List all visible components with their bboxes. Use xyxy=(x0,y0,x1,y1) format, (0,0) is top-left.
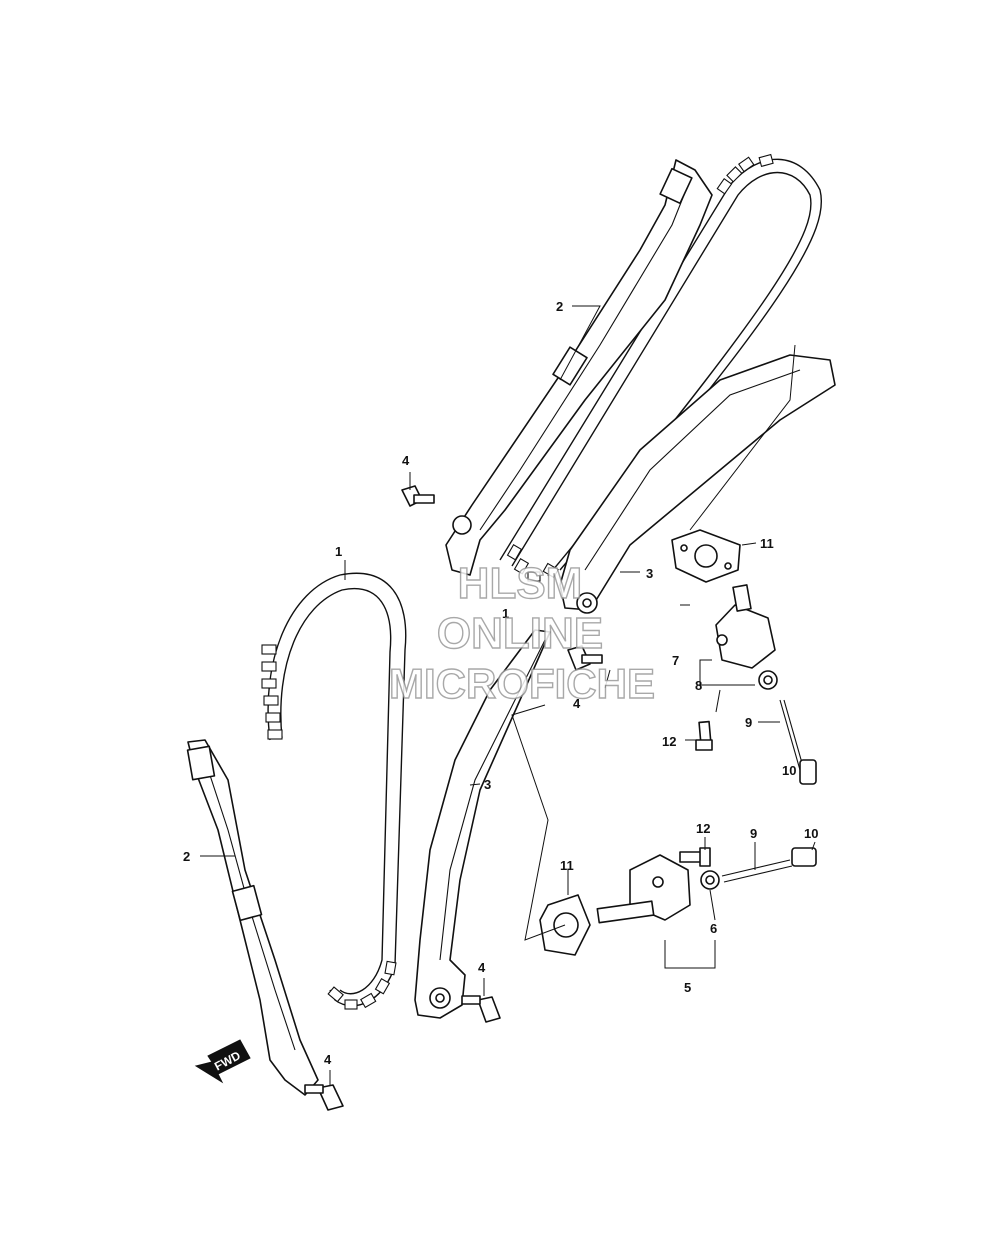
callout-10-lower: 10 xyxy=(804,826,818,841)
callout-12-lower: 12 xyxy=(696,821,710,836)
watermark-line-1: HLSM xyxy=(458,559,583,608)
spring-9-lower xyxy=(721,859,793,883)
watermark: HLSM ONLINE MICROFICHE xyxy=(388,558,655,707)
callout-4-upper-arm: 4 xyxy=(573,696,581,711)
bolt-4-upper-arm xyxy=(567,645,603,671)
fwd-arrow: FWD xyxy=(194,1039,251,1084)
bolt-4-upper-guide xyxy=(401,485,435,507)
callout-4-lower-guide: 4 xyxy=(324,1052,332,1067)
callout-labels: 2 1 1 4 3 11 7 8 4 9 12 10 3 2 12 9 10 1… xyxy=(183,299,818,1067)
watermark-line-2: ONLINE xyxy=(437,609,603,658)
bolt-12-upper xyxy=(695,720,713,751)
callout-1-upper: 1 xyxy=(502,606,509,621)
chain-guide-upper xyxy=(445,159,713,576)
bolt-12-lower xyxy=(679,847,711,867)
leader-lines xyxy=(200,305,816,1086)
gasket-11-upper xyxy=(671,529,741,583)
bolt-4-lower-arm xyxy=(461,995,501,1023)
watermark-line-3: MICROFICHE xyxy=(389,660,655,707)
callout-9-lower: 9 xyxy=(750,826,757,841)
callout-11-upper: 11 xyxy=(760,536,774,551)
tensioner-assembly-lower xyxy=(596,854,720,924)
callout-2-upper: 2 xyxy=(556,299,563,314)
callout-7: 7 xyxy=(672,653,679,668)
callout-3-upper: 3 xyxy=(646,566,653,581)
callout-11-lower: 11 xyxy=(560,858,574,873)
plug-10-lower xyxy=(791,847,817,867)
tensioner-arm-upper xyxy=(559,354,836,614)
callout-10-upper: 10 xyxy=(782,763,796,778)
callout-2-lower: 2 xyxy=(183,849,190,864)
plug-10-upper xyxy=(799,759,817,785)
callout-4-lower-arm: 4 xyxy=(478,960,486,975)
callout-12-upper: 12 xyxy=(662,734,676,749)
chain-guide-lower xyxy=(186,739,319,1096)
callout-6: 6 xyxy=(710,921,717,936)
cam-chain-lower xyxy=(261,572,407,1010)
callout-3-lower: 3 xyxy=(484,777,491,792)
callout-8: 8 xyxy=(695,678,702,693)
tensioner-arm-lower xyxy=(414,629,551,1019)
bolt-4-lower-guide xyxy=(304,1084,344,1111)
callout-4-upper-guide: 4 xyxy=(402,453,410,468)
tensioner-assembly-upper xyxy=(715,584,778,690)
callout-1-lower: 1 xyxy=(335,544,342,559)
spring-9-upper xyxy=(779,699,805,771)
callout-9-upper: 9 xyxy=(745,715,752,730)
callout-5: 5 xyxy=(684,980,691,995)
